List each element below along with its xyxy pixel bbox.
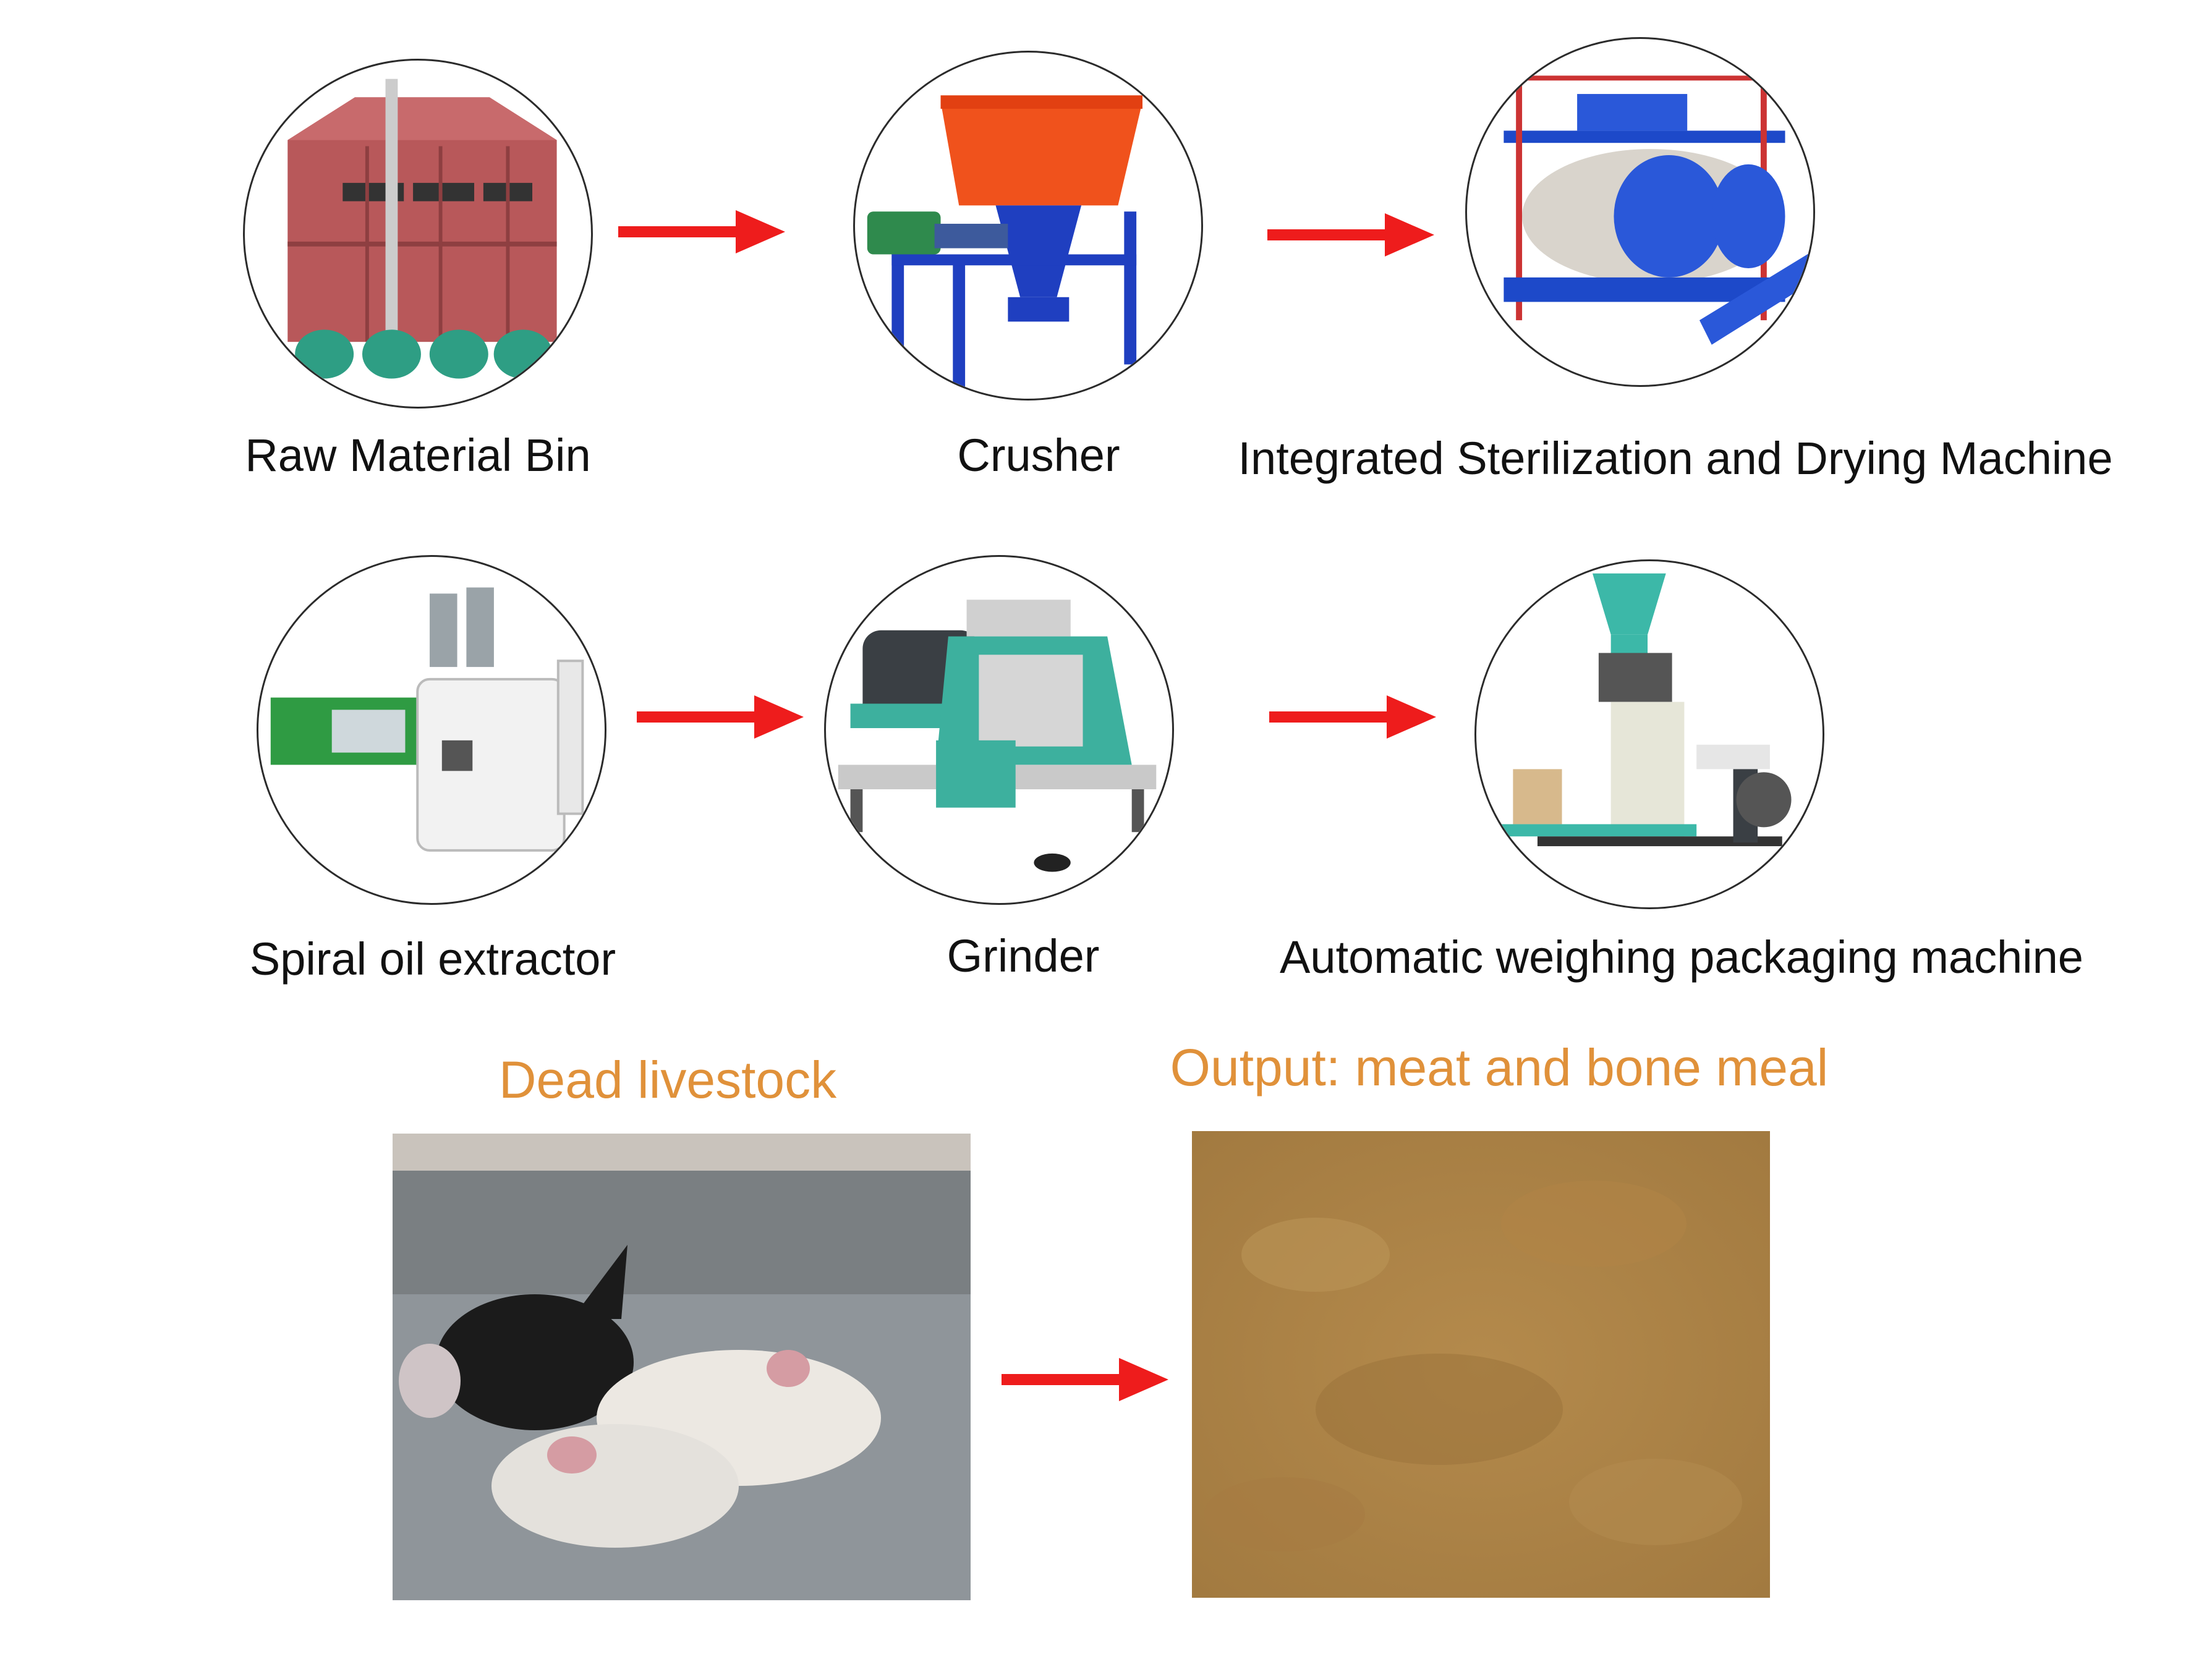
dead-livestock-photo [393, 1134, 971, 1600]
flow-arrow-4 [1269, 695, 1436, 739]
output-title: Output: meat and bone meal [1170, 1041, 1829, 1093]
crusher-image [853, 51, 1203, 401]
flow-arrow-1 [618, 210, 785, 253]
spiral-oil-extractor-icon [258, 557, 605, 903]
grinder-icon [826, 557, 1172, 903]
weighing-packaging-machine-image [1474, 559, 1824, 909]
meat-and-bone-meal-photo [1192, 1131, 1770, 1598]
step-label-crusher: Crusher [957, 433, 1120, 478]
step-label-weighing-packaging-machine: Automatic weighing packaging machine [1280, 935, 2083, 980]
crusher-icon [855, 53, 1201, 399]
flow-arrow-5 [1002, 1358, 1168, 1401]
weighing-packaging-machine-icon [1476, 561, 1823, 907]
input-title: Dead livestock [499, 1054, 836, 1106]
raw-material-bin-icon [245, 61, 591, 407]
step-label-raw-material-bin: Raw Material Bin [245, 433, 590, 478]
step-label-sterilization-drying-machine: Integrated Sterilization and Drying Mach… [1238, 436, 2113, 481]
sterilization-drying-machine-icon [1467, 39, 1813, 385]
sterilization-drying-machine-image [1465, 37, 1815, 387]
raw-material-bin-image [243, 59, 593, 409]
grinder-image [824, 555, 1174, 905]
flow-arrow-3 [637, 695, 804, 739]
flow-arrow-2 [1267, 213, 1434, 257]
step-label-spiral-oil-extractor: Spiral oil extractor [250, 936, 616, 982]
step-label-grinder: Grinder [947, 933, 1100, 979]
spiral-oil-extractor-image [257, 555, 606, 905]
